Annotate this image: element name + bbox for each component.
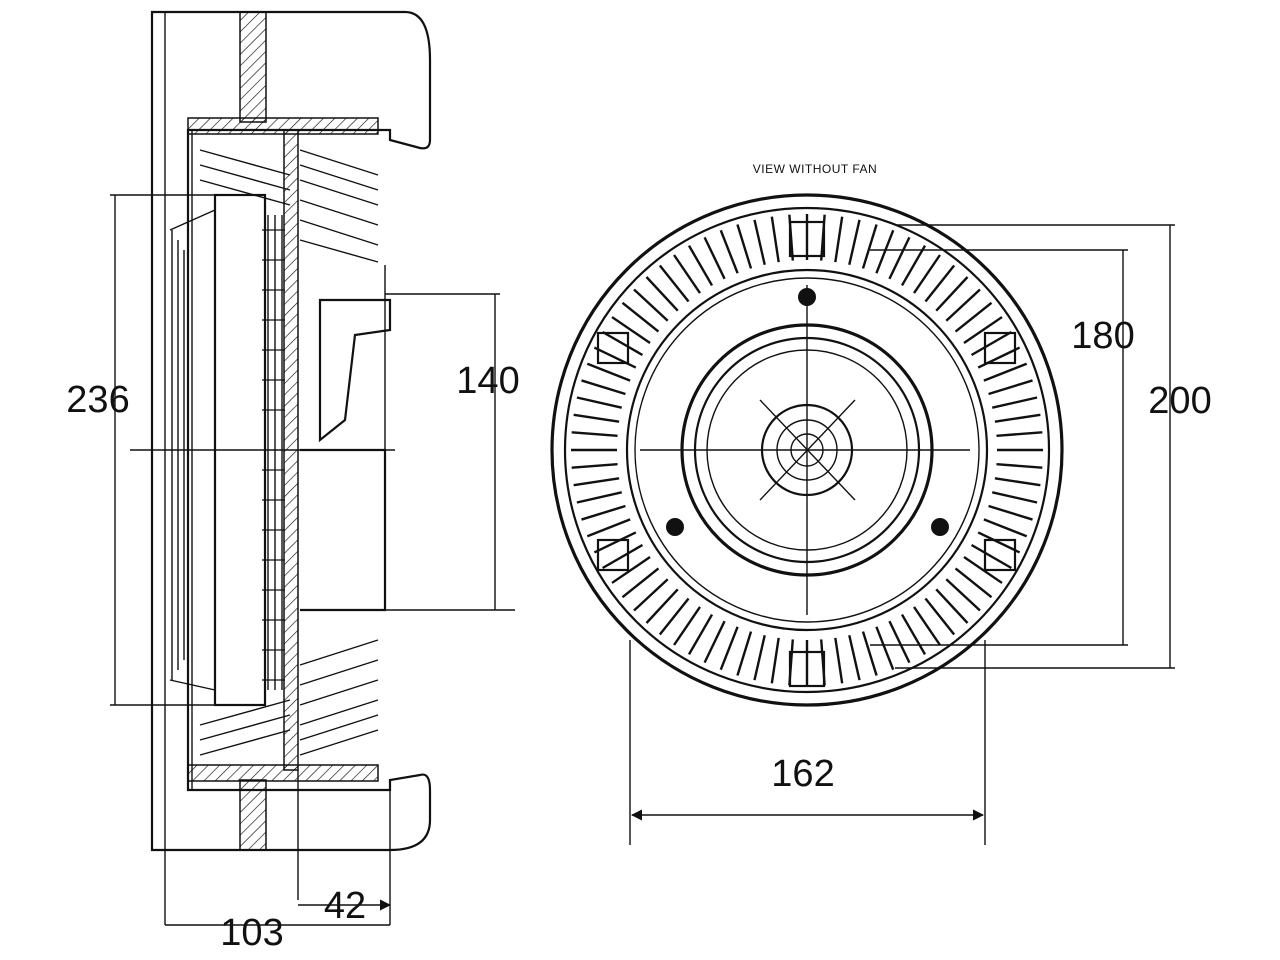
fin [576,396,623,409]
fin [645,276,679,312]
fin [913,254,941,294]
dim-bolt-circle-inner: 180 [1071,315,1134,357]
fin [963,316,1003,344]
fin [970,330,1012,357]
fin [983,362,1028,382]
fin [848,634,861,681]
fin [875,229,895,274]
fin [573,413,620,423]
dim-flange-depth: 42 [324,885,366,927]
fin [602,543,644,570]
fin [719,626,739,671]
fin [935,276,969,312]
fin [983,518,1028,538]
fin [633,288,669,322]
fin [770,637,780,684]
fin [988,379,1033,396]
fin [736,224,753,269]
fin [834,637,844,684]
fin [996,463,1043,469]
fin [593,531,637,554]
fin [753,634,766,681]
fin [736,631,753,676]
fin [954,301,993,333]
fin [645,588,679,624]
fin [954,567,993,599]
fin [571,431,618,437]
fin [719,229,739,274]
fin [673,254,701,294]
fin [611,316,651,344]
fin [586,518,631,538]
fin [687,613,714,655]
fin [703,236,726,280]
fin [988,504,1033,521]
fin [913,606,941,646]
fin [977,346,1021,369]
fin [888,236,911,280]
view-label: VIEW WITHOUT FAN [753,162,877,176]
fin [924,597,956,636]
side-section-view: 236 140 103 42 [66,10,520,954]
fin [571,463,618,469]
front-view: VIEW WITHOUT FAN 200 [550,162,1212,845]
fin [861,631,878,676]
fin [576,491,623,504]
dim-hub-diameter: 140 [456,360,519,402]
fin [848,219,861,266]
fin [581,504,626,521]
fin [945,288,981,322]
fin [991,396,1038,409]
fin [963,556,1003,584]
fin [658,597,690,636]
dim-bolt-circle-outer: 200 [1148,380,1211,422]
dim-overall-depth: 103 [220,912,283,954]
fins-lower [199,639,379,756]
fin [673,606,701,646]
fin [991,491,1038,504]
fin [900,245,927,287]
fin [633,578,669,612]
fin [753,219,766,266]
fin [621,567,660,599]
fin [703,620,726,664]
fin [861,224,878,269]
fin [900,613,927,655]
fin [977,531,1021,554]
fin [586,362,631,382]
fin [996,431,1043,437]
fin [602,330,644,357]
fins-upper [199,149,379,263]
fin [593,346,637,369]
fin [945,578,981,612]
fin [994,477,1041,487]
fin [658,264,690,303]
ring-teeth [262,229,285,681]
fin [573,477,620,487]
fin [970,543,1012,570]
fin [687,245,714,287]
fin [834,216,844,263]
fin [611,556,651,584]
fin [924,264,956,303]
fin [770,216,780,263]
fin [875,626,895,671]
fin [581,379,626,396]
dim-pilot-diameter: 162 [771,753,834,795]
fin [888,620,911,664]
fin [621,301,660,333]
fin [994,413,1041,423]
fin [935,588,969,624]
dim-overall-diameter: 236 [66,379,129,421]
